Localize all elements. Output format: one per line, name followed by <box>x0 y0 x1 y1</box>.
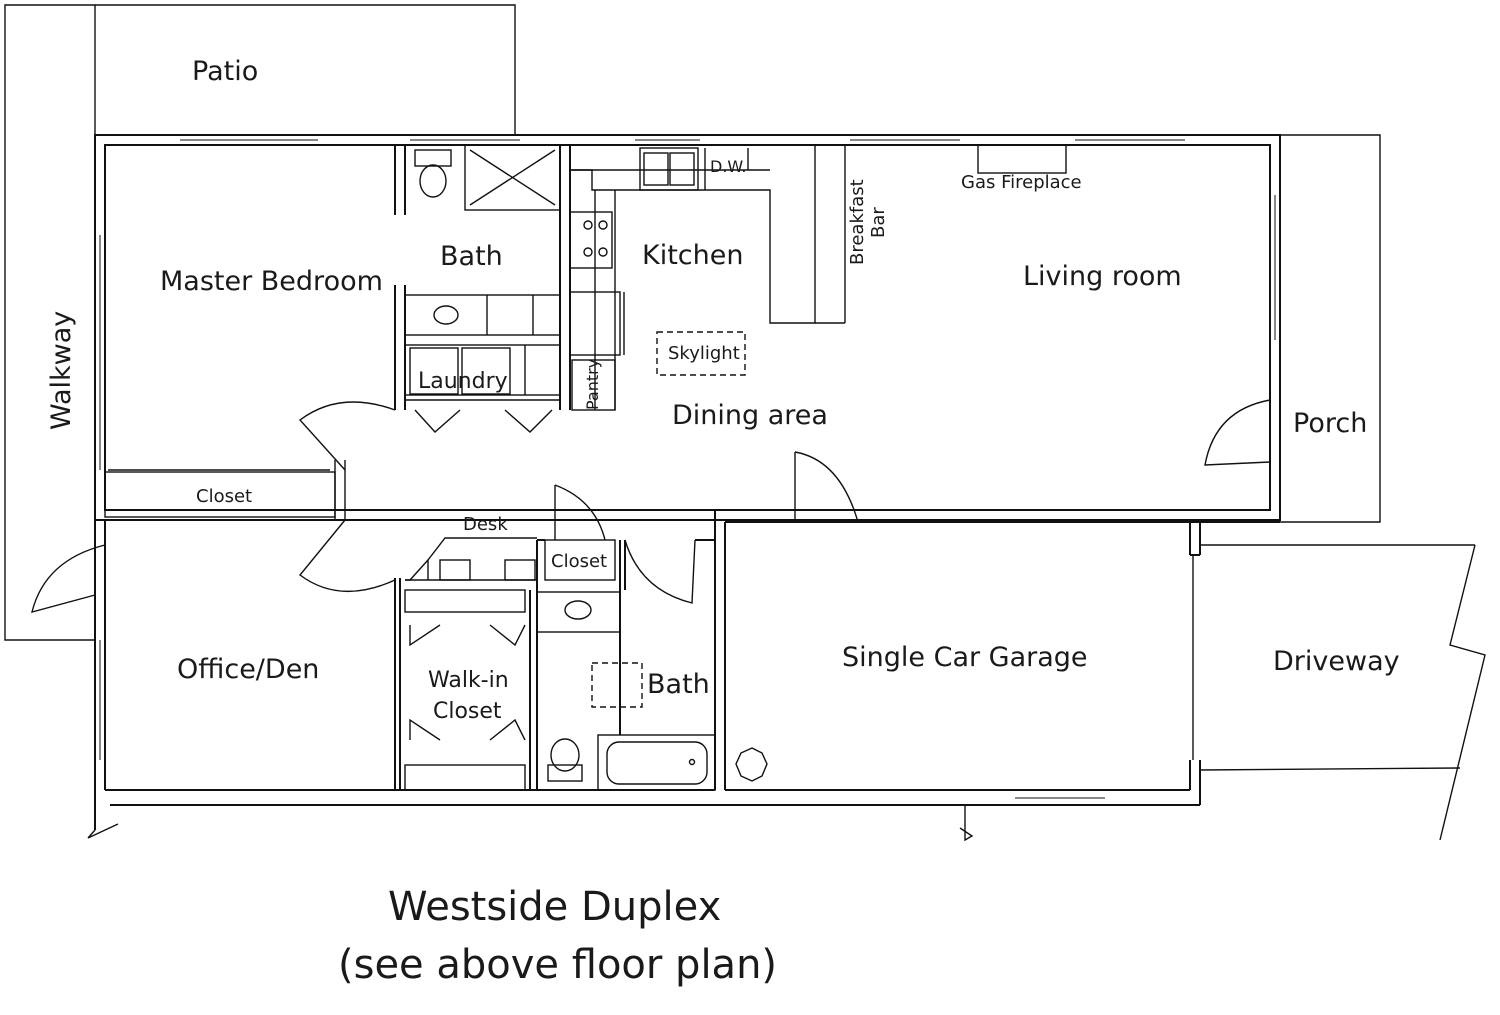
label-office-den: Office/Den <box>177 654 319 685</box>
label-driveway: Driveway <box>1273 646 1400 677</box>
garage-walls <box>714 451 1280 806</box>
label-hall-closet: Closet <box>551 551 607 572</box>
patio-outline <box>4 4 516 641</box>
driveway-outline <box>1199 544 1486 841</box>
label-master-bedroom: Master Bedroom <box>160 266 383 297</box>
label-skylight: Skylight <box>668 343 740 364</box>
interior-walls-west <box>104 144 571 520</box>
label-breakfast-bar-2: Bar <box>868 207 889 238</box>
caption-subtitle: (see above floor plan) <box>338 942 777 988</box>
label-dining-area: Dining area <box>672 400 828 431</box>
caption-title: Westside Duplex <box>388 884 721 930</box>
hall-doors <box>31 401 696 613</box>
label-pantry: Pantry <box>583 359 602 410</box>
label-walkway: Walkway <box>46 311 77 430</box>
label-porch: Porch <box>1293 408 1367 439</box>
label-walkin-closet-2: Closet <box>433 699 502 724</box>
room-labels: Patio Walkway Master Bedroom Bath Laundr… <box>46 56 1400 724</box>
label-laundry: Laundry <box>418 369 508 394</box>
interior-walls-south <box>394 509 795 791</box>
label-desk: Desk <box>463 514 508 535</box>
label-master-bath: Bath <box>440 241 503 272</box>
label-patio: Patio <box>192 56 258 87</box>
exterior-walls <box>87 134 1281 842</box>
label-dishwasher: D.W. <box>710 157 746 176</box>
label-living-room: Living room <box>1023 261 1182 292</box>
porch-outline <box>1204 134 1381 523</box>
label-gas-fireplace: Gas Fireplace <box>961 172 1082 193</box>
label-breakfast-bar-1: Breakfast <box>847 179 868 265</box>
caption: Westside Duplex (see above floor plan) <box>338 884 777 988</box>
label-kitchen: Kitchen <box>642 240 743 271</box>
label-master-closet: Closet <box>196 486 252 507</box>
label-garage: Single Car Garage <box>842 642 1088 673</box>
label-hall-bath: Bath <box>647 669 710 700</box>
kitchen-fixtures <box>569 144 1067 411</box>
label-walkin-closet-1: Walk-in <box>428 668 509 693</box>
